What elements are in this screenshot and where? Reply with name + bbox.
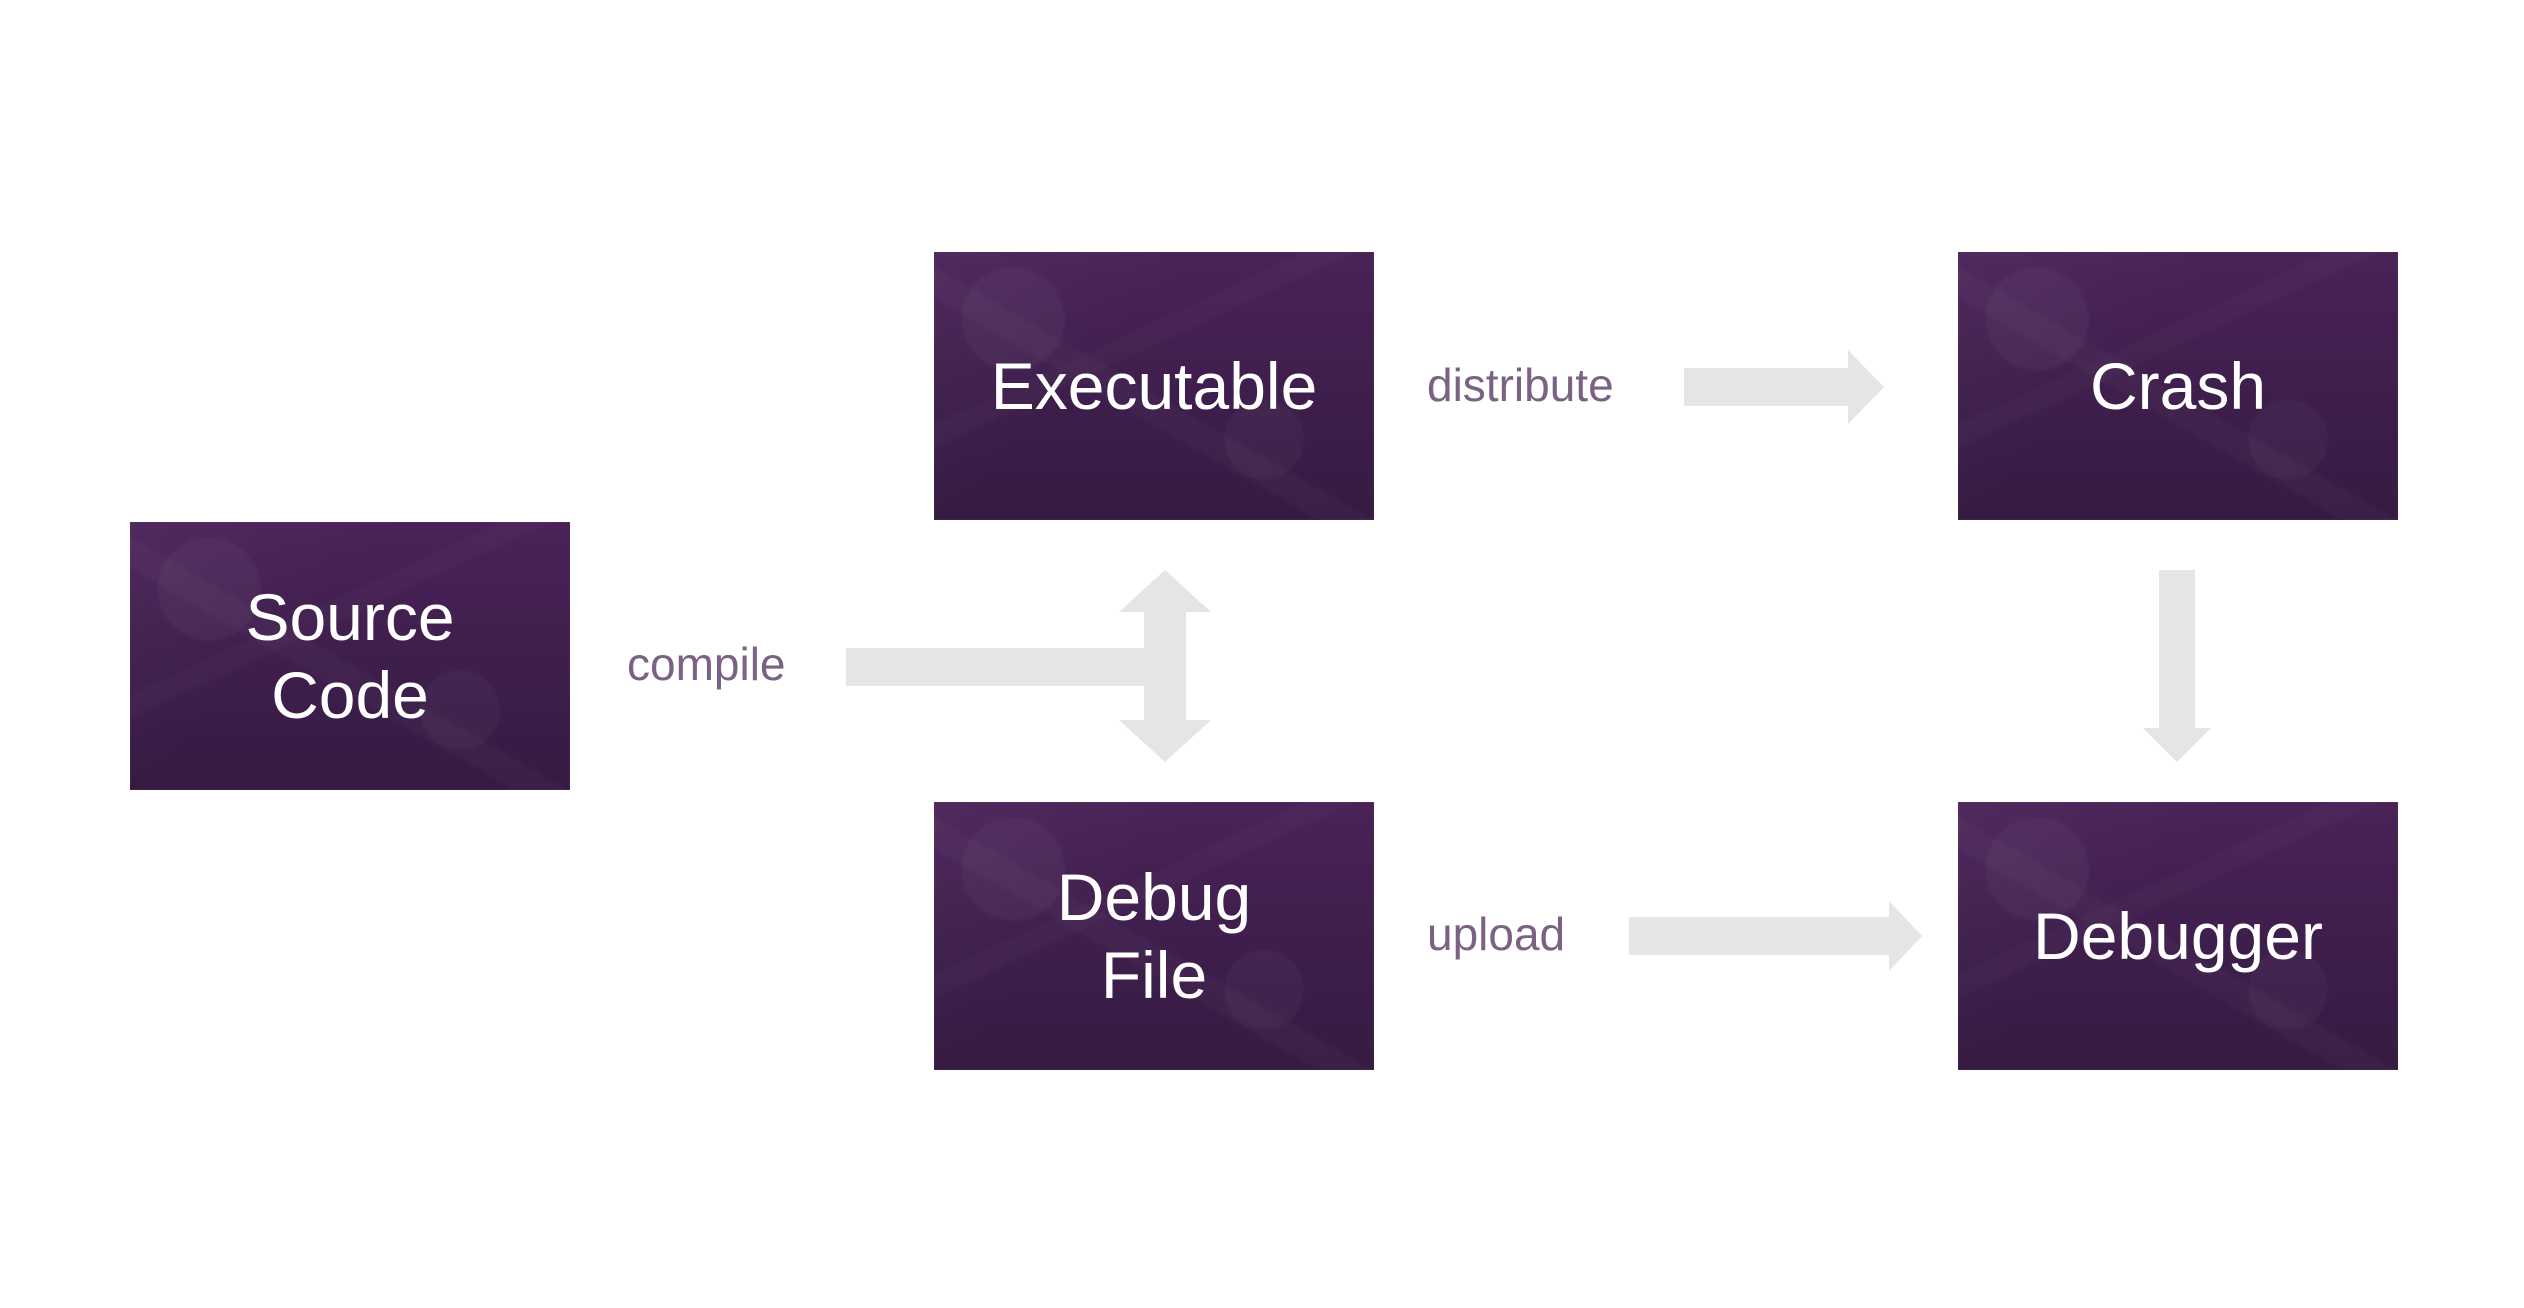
debugger-node: Debugger xyxy=(1958,802,2398,1070)
distribute-edge-label: distribute xyxy=(1427,359,1614,411)
branch-down-arrowhead xyxy=(1119,720,1211,762)
upload-arrowhead xyxy=(1889,901,1922,971)
debug-file-label: Debug File xyxy=(1056,860,1252,1012)
compile-connector xyxy=(846,648,1146,686)
executable-node: Executable xyxy=(934,252,1374,520)
debug-file-node: Debug File xyxy=(934,802,1374,1070)
branch-up-arrowhead xyxy=(1119,570,1211,612)
crash-node: Crash xyxy=(1958,252,2398,520)
crash-to-debugger-shaft xyxy=(2159,570,2195,728)
executable-label: Executable xyxy=(990,349,1318,423)
distribute-arrowhead xyxy=(1848,350,1884,424)
debugger-label: Debugger xyxy=(2033,899,2323,973)
source-code-node: Source Code xyxy=(130,522,570,790)
upload-edge-label: upload xyxy=(1427,908,1566,960)
upload-arrow-shaft xyxy=(1629,917,1891,955)
compile-edge-label: compile xyxy=(627,638,786,690)
crash-to-debugger-arrowhead xyxy=(2143,728,2211,762)
source-code-label: Source Code xyxy=(245,580,455,732)
crash-label: Crash xyxy=(2089,349,2267,423)
branch-shaft xyxy=(1144,600,1186,730)
distribute-arrow-shaft xyxy=(1684,368,1864,406)
